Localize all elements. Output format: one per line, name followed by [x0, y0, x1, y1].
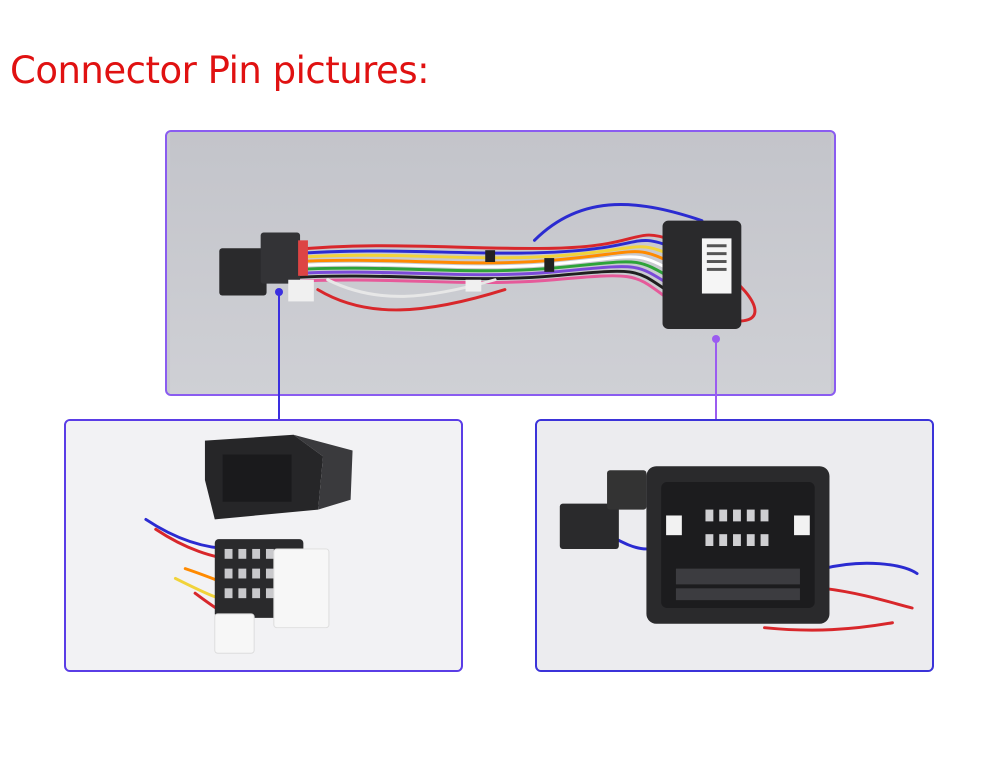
male-connector-photo: [64, 419, 463, 672]
female-connector-photo: [535, 419, 934, 672]
harness-overview-illustration: [170, 132, 831, 394]
female-connector-illustration: [538, 421, 931, 670]
page-title: Connector Pin pictures:: [10, 49, 430, 92]
harness-overview-photo: [165, 130, 836, 396]
right-connector-shape: [662, 220, 742, 329]
left-connector-shape: [219, 232, 314, 302]
male-connector-illustration: [67, 421, 460, 670]
